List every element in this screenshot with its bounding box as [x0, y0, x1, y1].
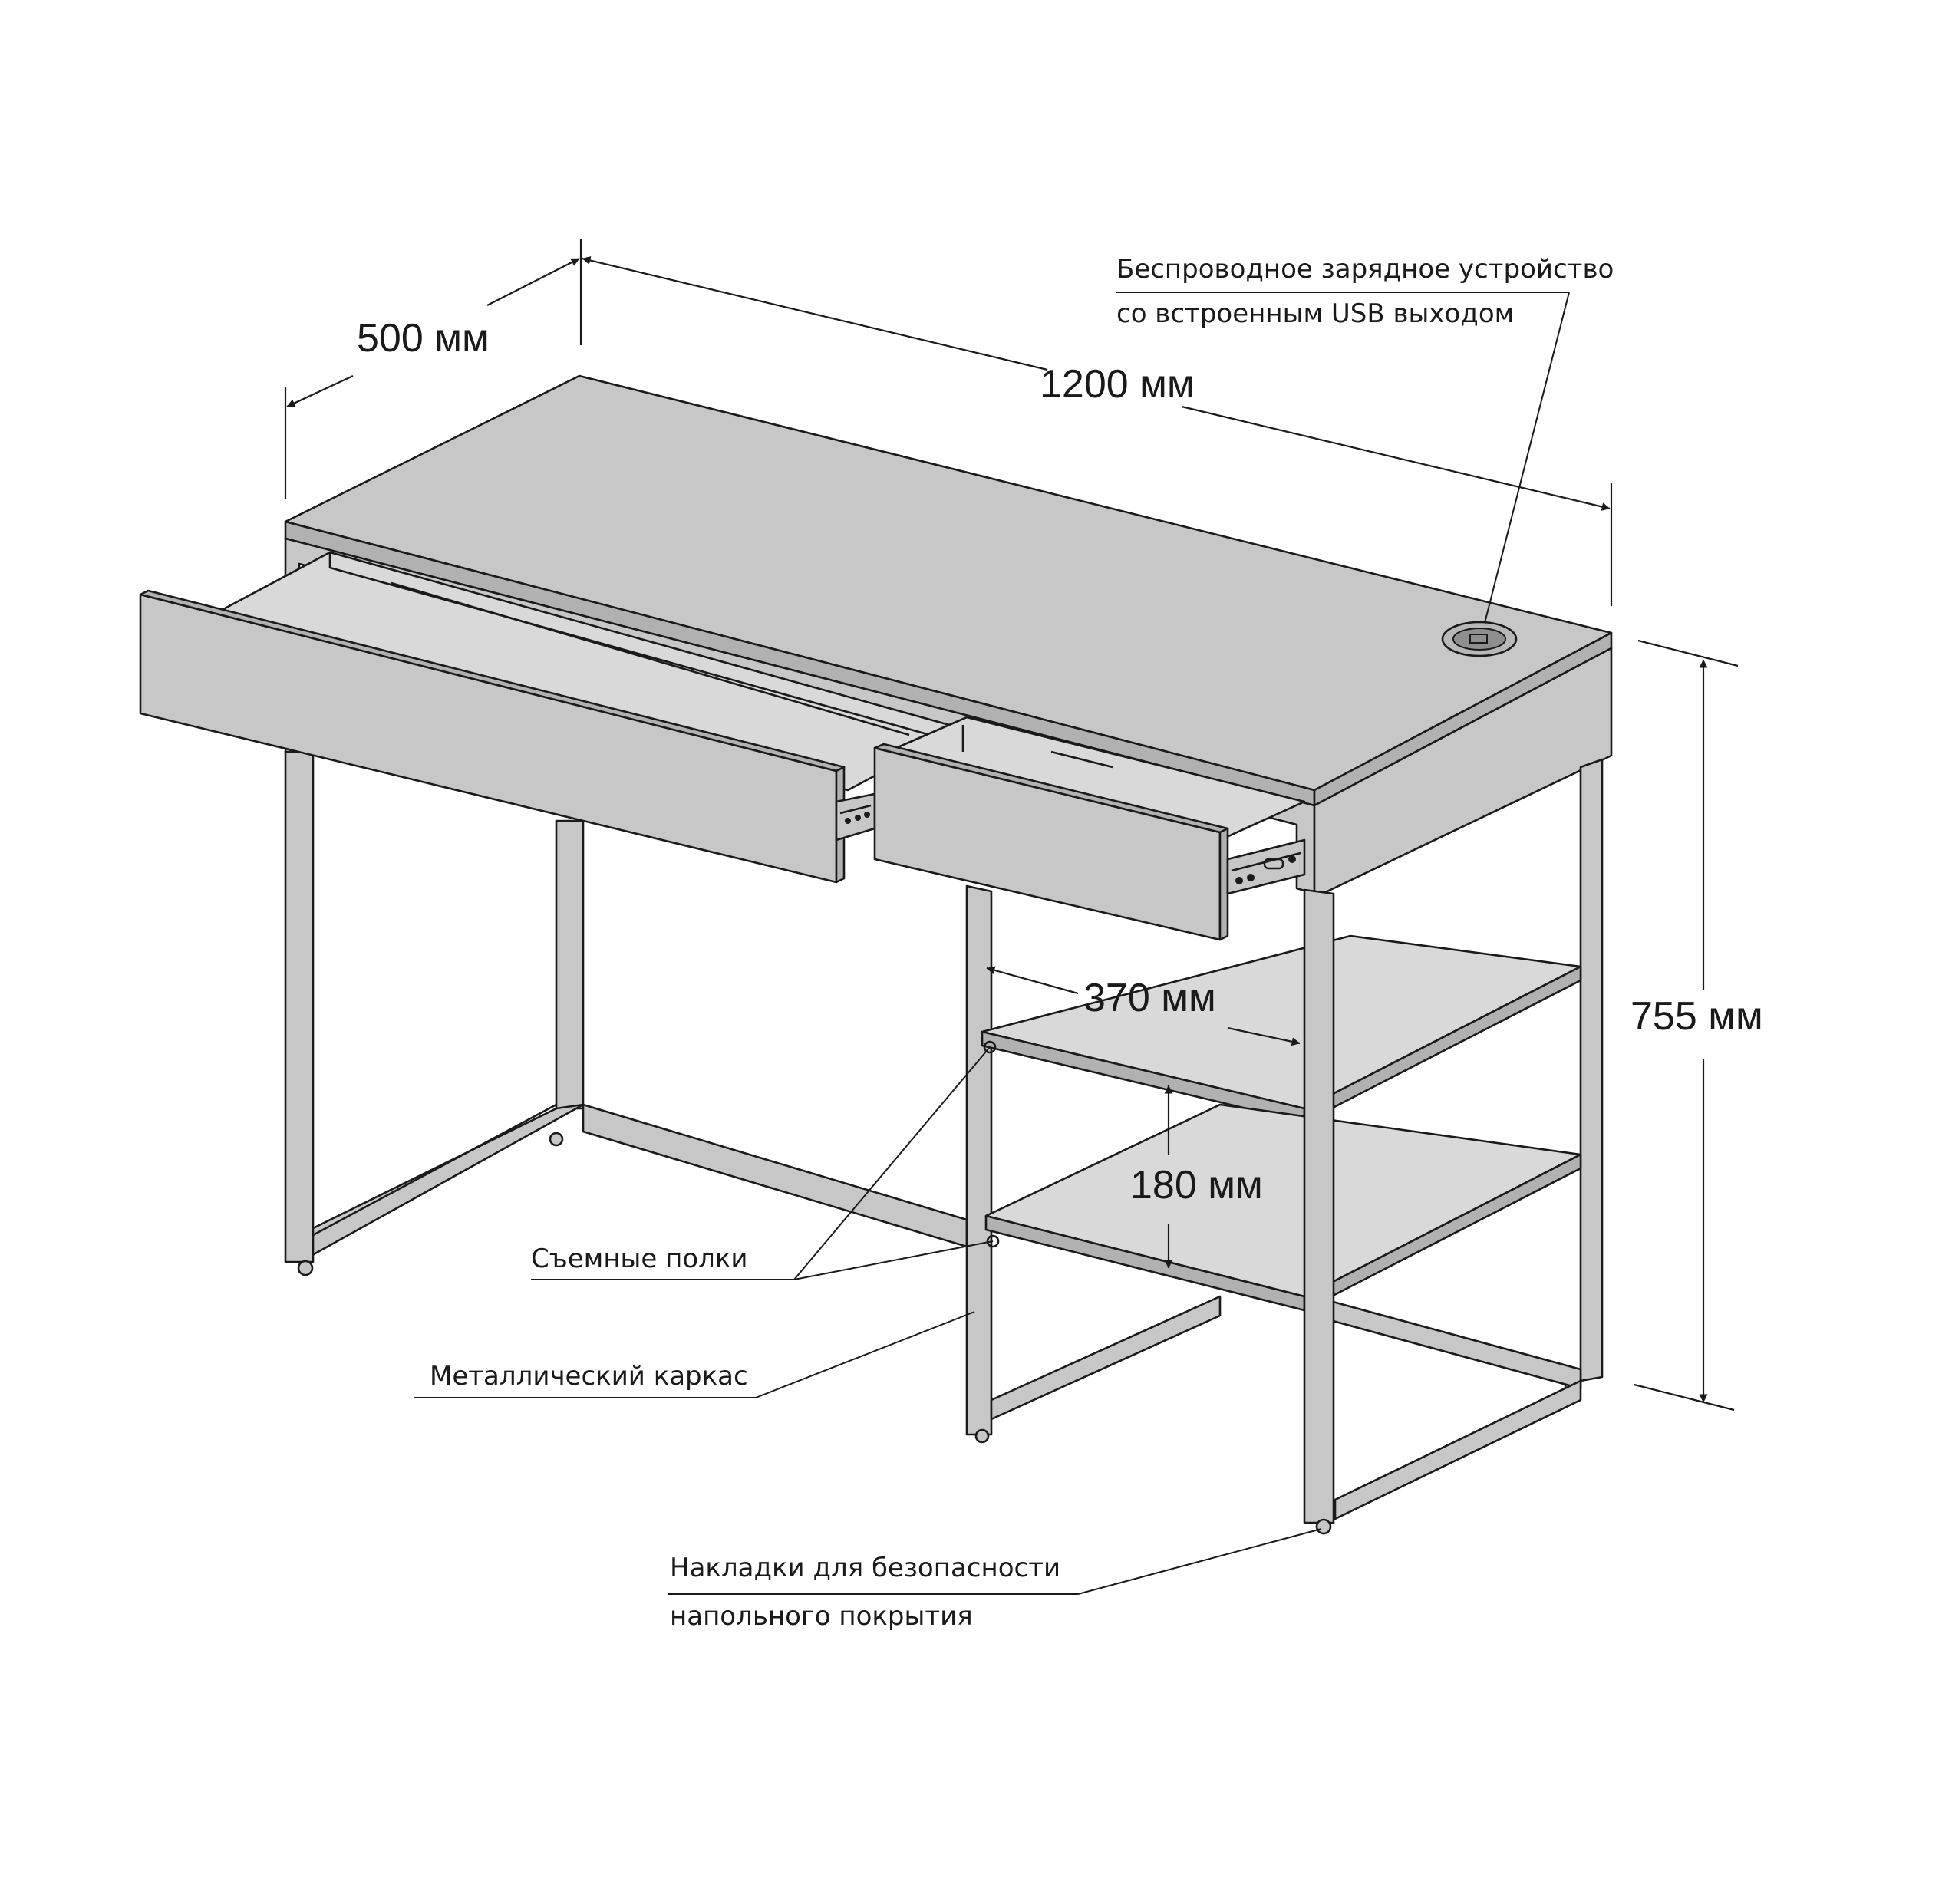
- pads-callout-line1: Накладки для безопасности: [670, 1553, 1060, 1583]
- dim-width-label: 1200 мм: [1040, 362, 1195, 407]
- dim-depth-label: 500 мм: [357, 316, 490, 361]
- left-drawer: [139, 551, 964, 884]
- desk-illustration: [139, 374, 1613, 1535]
- shelves-callout: Съемные полки: [531, 1244, 748, 1274]
- back-left-leg: [305, 819, 968, 1260]
- pedestal-front: [1313, 647, 1613, 899]
- wireless-charger-icon: [1441, 621, 1518, 657]
- charger-callout-line1: Беспроводное зарядное устройство: [1116, 254, 1614, 285]
- front-left-leg: [284, 750, 557, 1276]
- labels: 500 мм 1200 мм 755 мм 370 мм 180 мм Бесп…: [357, 254, 1763, 1632]
- right-drawer: [873, 716, 1306, 941]
- dimension-lines: [284, 239, 1739, 1412]
- leader-lines: [414, 292, 1570, 1595]
- charger-callout-line2: со встроенным USB выходом: [1116, 298, 1514, 329]
- dim-shelf-depth-label: 370 мм: [1083, 976, 1216, 1020]
- pads-callout-line2: напольного покрытия: [670, 1601, 973, 1632]
- pedestal-rear-leg: [965, 884, 993, 1444]
- pedestal-front-leg: [1303, 888, 1335, 1535]
- dim-height-label: 755 мм: [1631, 994, 1763, 1039]
- frame-callout: Металлический каркас: [430, 1361, 748, 1392]
- dim-shelf-spacing-label: 180 мм: [1130, 1163, 1263, 1207]
- pedestal-back-right-leg: [1564, 758, 1604, 1395]
